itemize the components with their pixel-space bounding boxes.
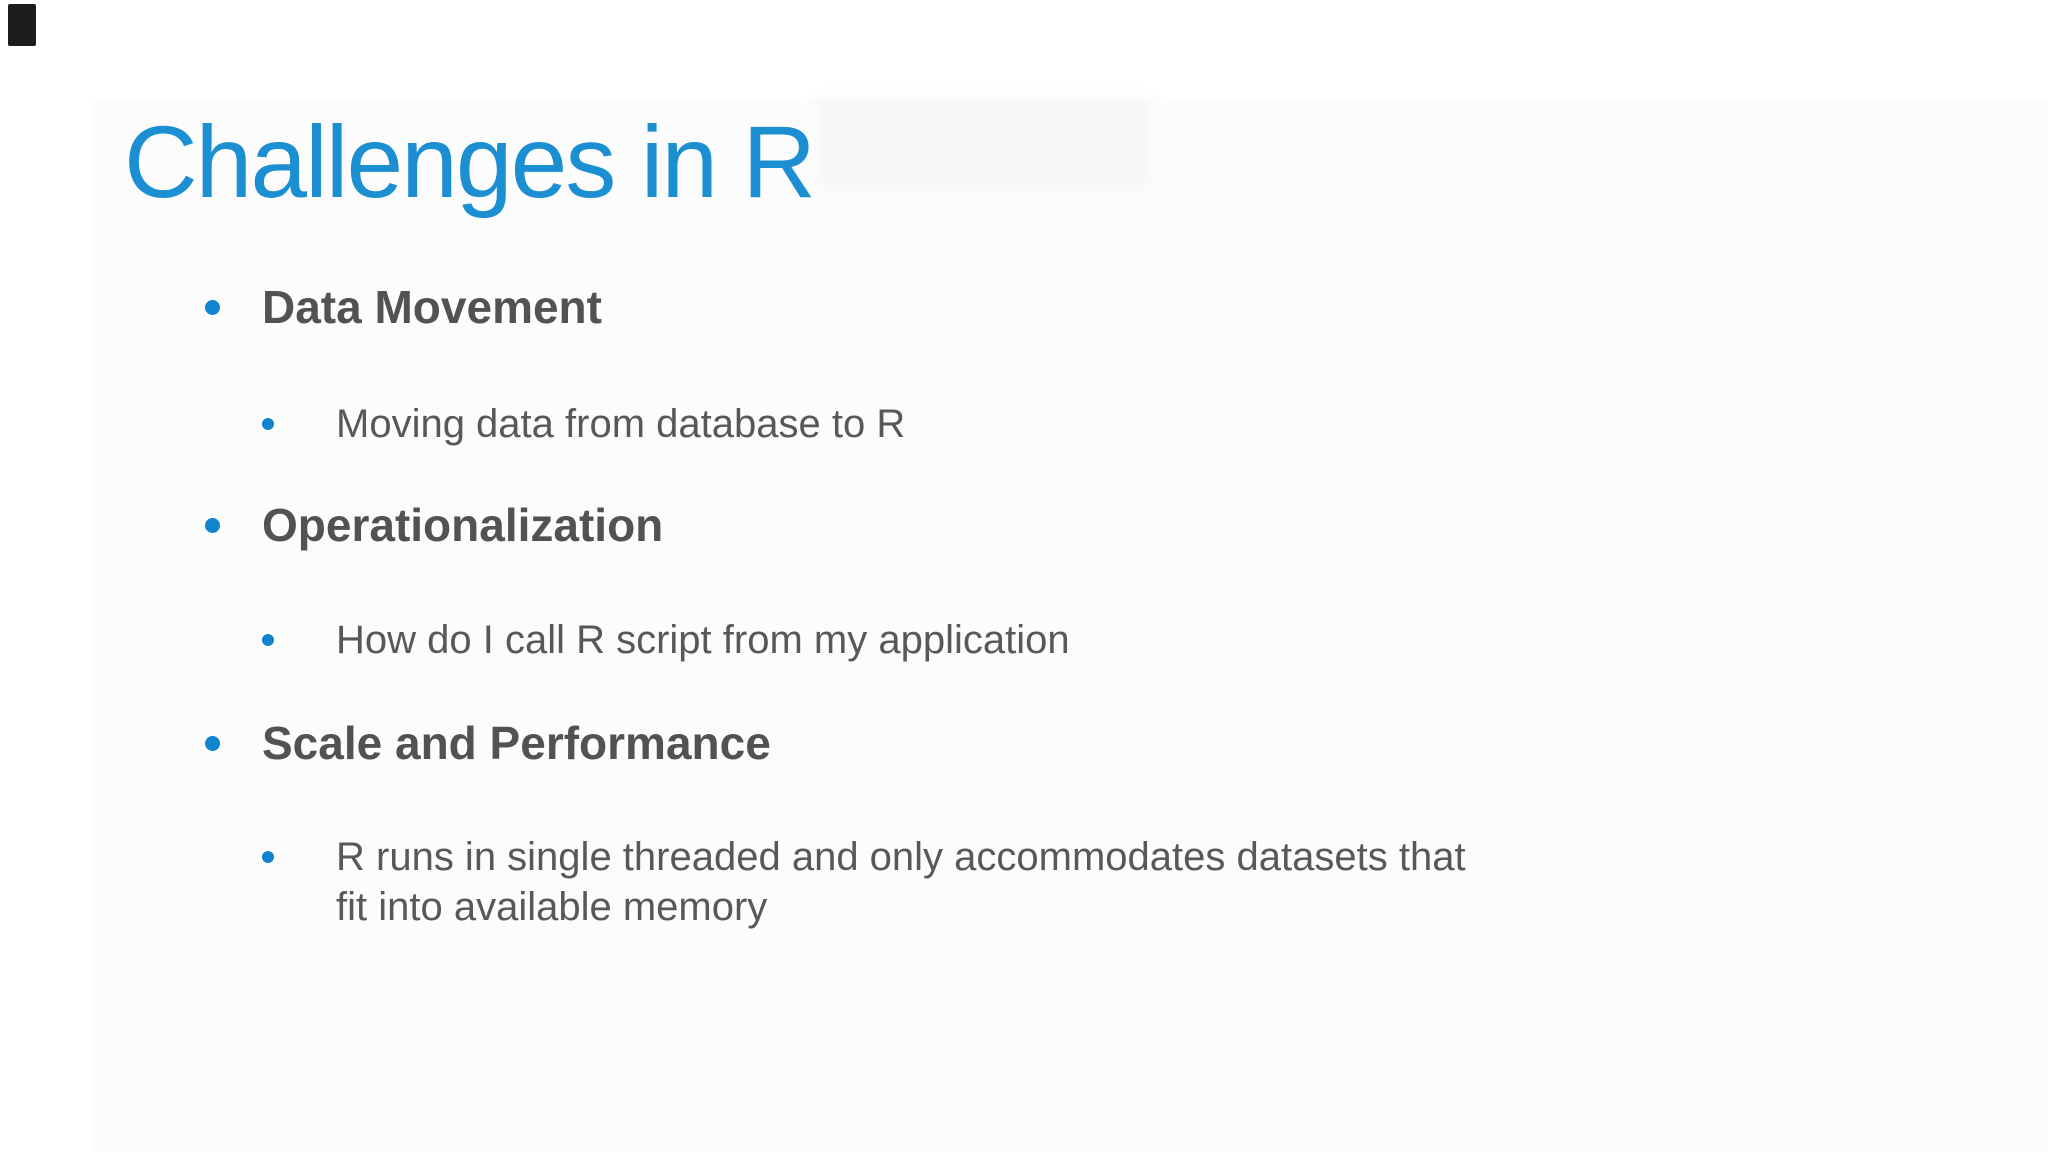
- background-tint: [94, 98, 2048, 1152]
- bullet-item: Operationalization: [205, 498, 663, 553]
- bullet-item: Scale and Performance: [205, 716, 771, 771]
- sub-bullet-item: How do I call R script from my applicati…: [262, 615, 1070, 665]
- bullet-icon: [262, 418, 274, 430]
- bullet-icon: [205, 300, 220, 315]
- bullet-text: Scale and Performance: [262, 717, 771, 769]
- sub-bullet-item: R runs in single threaded and only accom…: [262, 832, 1466, 932]
- bullet-icon: [205, 518, 220, 533]
- slide-title: Challenges in R: [124, 105, 816, 220]
- sub-bullet-text: Moving data from database to R: [336, 402, 906, 446]
- bullet-text: Operationalization: [262, 499, 664, 551]
- sub-bullet-item: Moving data from database to R: [262, 399, 905, 449]
- bullet-icon: [262, 851, 274, 863]
- sub-bullet-text: R runs in single threaded and only accom…: [336, 835, 1466, 929]
- bullet-text: Data Movement: [262, 281, 602, 333]
- sub-bullet-text: How do I call R script from my applicati…: [336, 618, 1070, 662]
- title-ghost-artifact: [818, 96, 1148, 188]
- bullet-icon: [262, 634, 274, 646]
- bullet-item: Data Movement: [205, 280, 602, 335]
- corner-artifact: [8, 4, 36, 46]
- bullet-icon: [205, 736, 220, 751]
